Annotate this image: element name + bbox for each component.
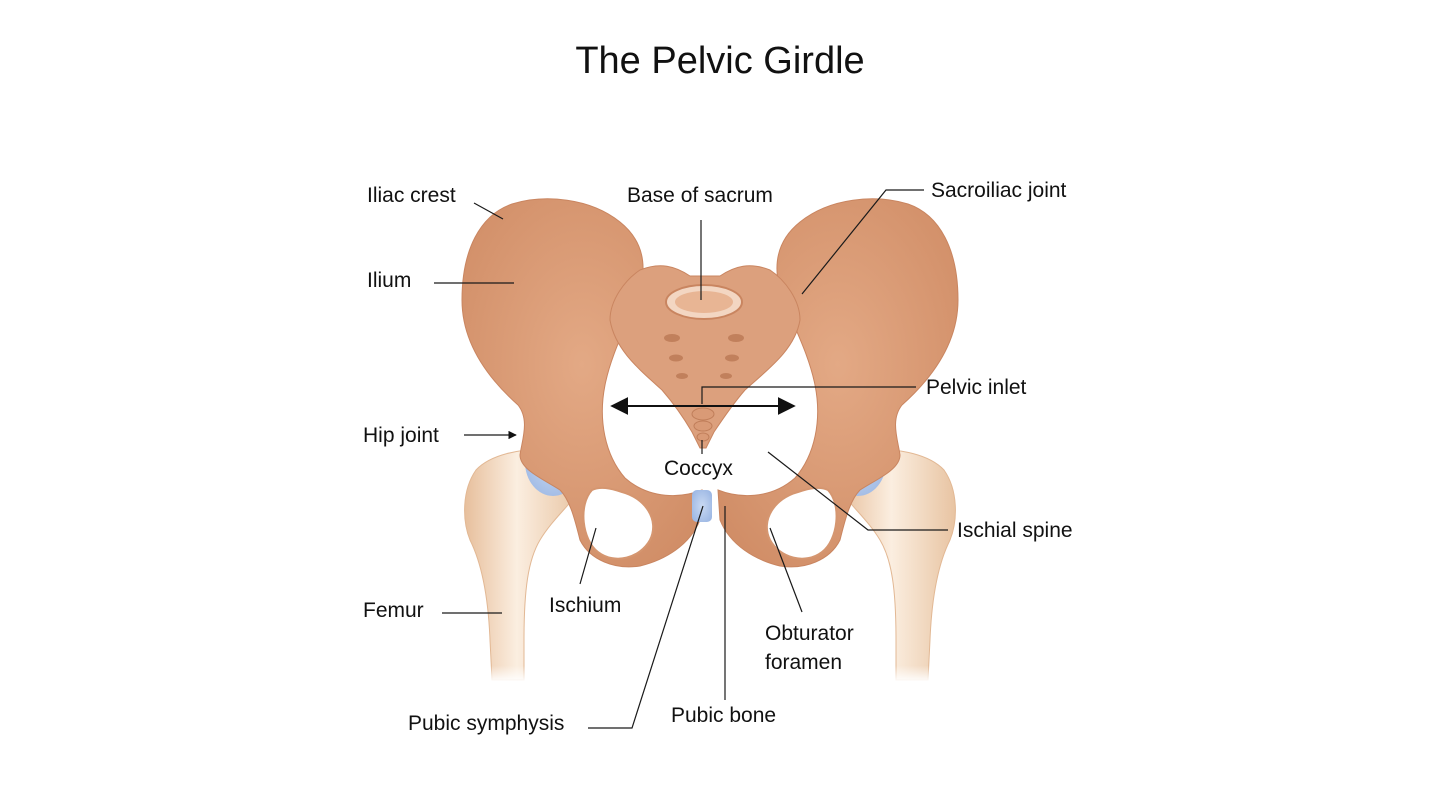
label-iliac-crest: Iliac crest: [367, 184, 456, 207]
femur-right: [838, 449, 956, 682]
sacrum: [609, 265, 801, 449]
label-obturator-foramen: Obturator foramen: [765, 622, 854, 674]
leader-ischial-spine: [767, 451, 948, 531]
label-pubic-bone: Pubic bone: [671, 704, 777, 727]
label-coccyx: Coccyx: [664, 457, 733, 480]
label-pubic-symphysis: Pubic symphysis: [408, 712, 565, 735]
label-ischium: Ischium: [549, 594, 622, 617]
label-femur: Femur: [363, 599, 424, 622]
pubic-symphysis-cartilage: [692, 490, 712, 522]
leader-iliac-crest: [473, 202, 504, 220]
hip-bone-left: [461, 198, 703, 568]
leader-lines: [434, 189, 948, 729]
label-ilium: Ilium: [367, 269, 412, 292]
page-title: The Pelvic Girdle: [575, 40, 865, 82]
label-sacroiliac-joint: Sacroiliac joint: [931, 179, 1067, 202]
label-pelvic-inlet: Pelvic inlet: [926, 376, 1027, 399]
label-ischial-spine: Ischial spine: [957, 519, 1073, 542]
leader-obturator-foramen: [769, 527, 803, 613]
leader-pubic-symphysis: [588, 505, 704, 729]
label-base-of-sacrum: Base of sacrum: [627, 184, 773, 207]
leader-pelvic-inlet: [701, 386, 916, 404]
leader-ischium: [579, 527, 597, 585]
label-hip-joint: Hip joint: [363, 424, 439, 447]
leader-sacroiliac-joint: [801, 189, 924, 295]
